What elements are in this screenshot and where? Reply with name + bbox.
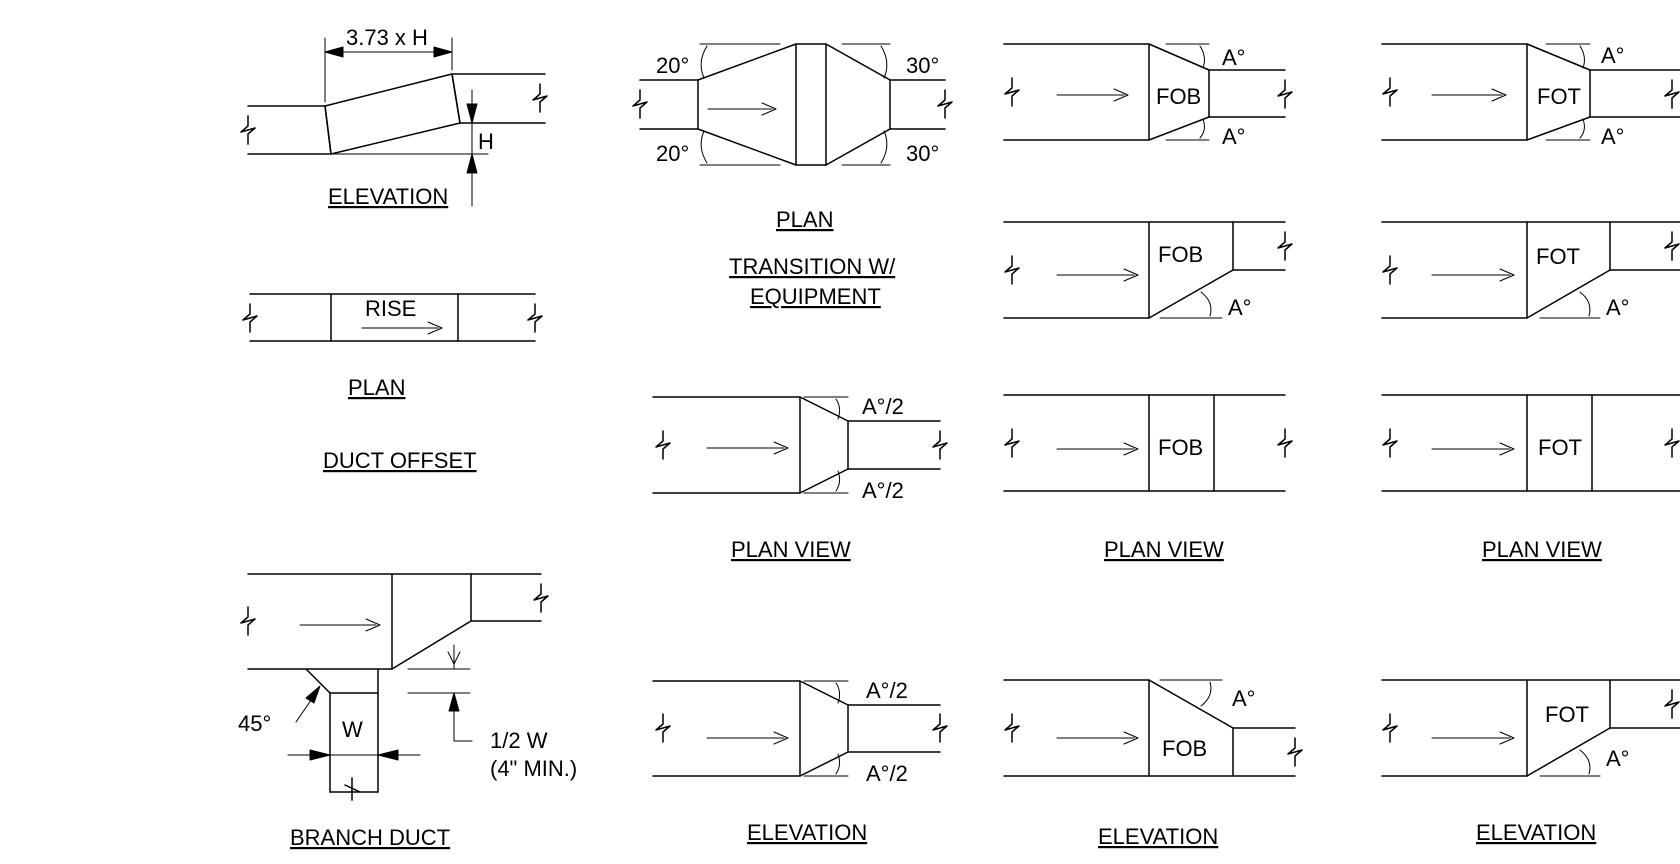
fob-label-1: FOB bbox=[1156, 84, 1201, 109]
duct-offset-elevation-title: ELEVATION bbox=[328, 184, 448, 209]
fot-plan-top: A° A° FOT bbox=[1381, 43, 1680, 149]
concentric-elevation-title: ELEVATION bbox=[747, 820, 867, 845]
fob-elevation-bottom: A° FOB ELEVATION bbox=[1003, 679, 1303, 849]
a-deg-fob1-bot: A° bbox=[1222, 124, 1245, 149]
half-a-bot-plan: A°/2 bbox=[862, 478, 904, 503]
fot-elevation-mid: FOT A° bbox=[1381, 221, 1680, 320]
fob-label-2: FOB bbox=[1158, 242, 1203, 267]
a-deg-fob1-top: A° bbox=[1222, 45, 1245, 70]
fob-elevation-mid: FOB A° bbox=[1003, 221, 1293, 320]
half-w-label: 1/2 W bbox=[490, 728, 548, 753]
duct-offset-plan-title: PLAN bbox=[348, 375, 405, 400]
concentric-elevation: A°/2 A°/2 ELEVATION bbox=[652, 678, 948, 845]
fob-label-3: FOB bbox=[1158, 435, 1203, 460]
fob-plan-view-title: PLAN VIEW bbox=[1104, 537, 1224, 562]
dim-h-label: H bbox=[478, 129, 494, 154]
concentric-plan-title: PLAN VIEW bbox=[731, 537, 851, 562]
half-a-top-elev: A°/2 bbox=[866, 678, 908, 703]
fot-label-1: FOT bbox=[1537, 84, 1581, 109]
transition-equipment-plan: 20° 20° 30° 30° PLAN TRANSITION W/ EQUIP… bbox=[632, 43, 953, 309]
rise-label: RISE bbox=[365, 296, 416, 321]
concentric-plan-view: A°/2 A°/2 PLAN VIEW bbox=[652, 394, 948, 562]
fob-plan-top: A° A° FOB bbox=[1003, 43, 1293, 149]
w-label: W bbox=[342, 717, 363, 742]
a-deg-fot1-top: A° bbox=[1601, 43, 1624, 68]
ang30-top-label: 30° bbox=[906, 53, 939, 78]
branch-duct-title: BRANCH DUCT bbox=[290, 825, 450, 850]
transition-title-line2: EQUIPMENT bbox=[750, 284, 881, 309]
fob-plan-view: FOB PLAN VIEW bbox=[1003, 394, 1293, 562]
ang20-top-label: 20° bbox=[656, 53, 689, 78]
fot-plan-view-title: PLAN VIEW bbox=[1482, 537, 1602, 562]
transition-title-line1: TRANSITION W/ bbox=[729, 254, 896, 279]
a-deg-fob4: A° bbox=[1232, 686, 1255, 711]
fot-plan-view: FOT PLAN VIEW bbox=[1381, 394, 1680, 562]
fob-elevation-title: ELEVATION bbox=[1098, 824, 1218, 849]
duct-offset-elevation: 3.73 x H H ELEVATION bbox=[240, 25, 548, 209]
ang30-bot-label: 30° bbox=[906, 141, 939, 166]
duct-offset-plan: RISE PLAN DUCT OFFSET bbox=[242, 293, 543, 473]
four-in-min-label: (4" MIN.) bbox=[490, 756, 577, 781]
branch-duct-detail: 45° W 1/2 W (4" MIN.) BRANCH DUCT bbox=[238, 573, 577, 850]
transition-plan-title: PLAN bbox=[776, 207, 833, 232]
ang20-bot-label: 20° bbox=[656, 141, 689, 166]
a-deg-fot4: A° bbox=[1606, 746, 1629, 771]
angle-45-label: 45° bbox=[238, 711, 271, 736]
fot-elevation-bottom: FOT A° ELEVATION bbox=[1381, 679, 1680, 845]
fot-label-2: FOT bbox=[1536, 244, 1580, 269]
half-a-top-plan: A°/2 bbox=[862, 394, 904, 419]
fot-label-3: FOT bbox=[1538, 435, 1582, 460]
fot-label-4: FOT bbox=[1545, 702, 1589, 727]
duct-offset-title: DUCT OFFSET bbox=[323, 448, 477, 473]
fob-label-4: FOB bbox=[1162, 736, 1207, 761]
a-deg-fot1-bot: A° bbox=[1601, 124, 1624, 149]
a-deg-fob2: A° bbox=[1228, 295, 1251, 320]
half-a-bot-elev: A°/2 bbox=[866, 761, 908, 786]
dim-373h-label: 3.73 x H bbox=[346, 25, 428, 50]
fot-elevation-title: ELEVATION bbox=[1476, 820, 1596, 845]
a-deg-fot2: A° bbox=[1606, 295, 1629, 320]
